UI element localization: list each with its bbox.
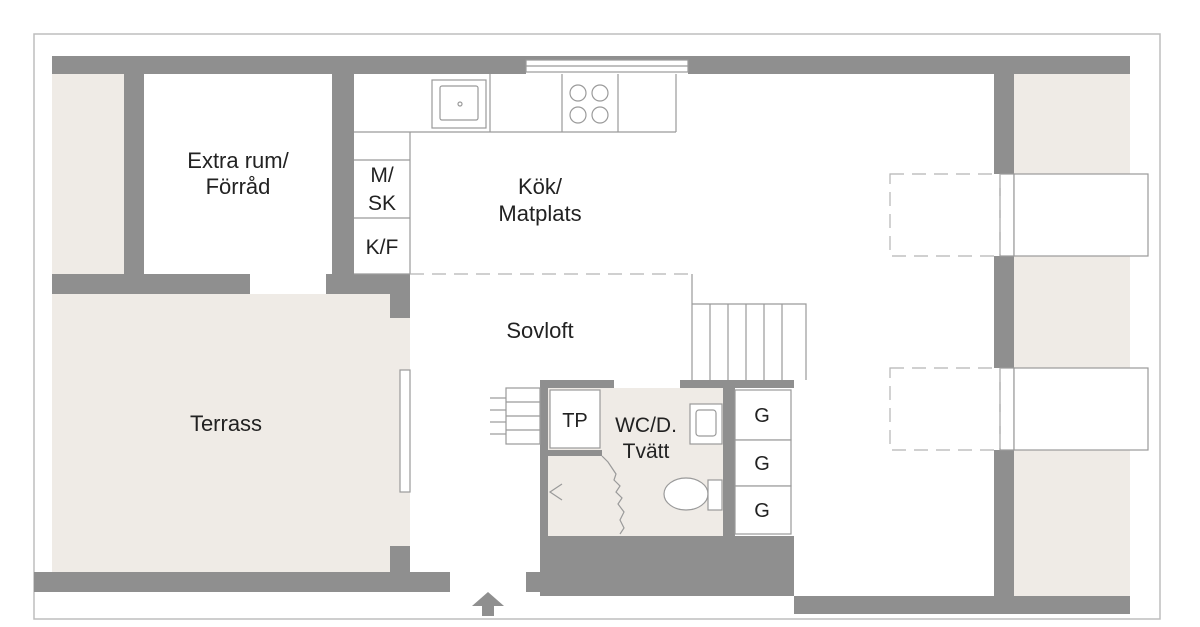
sink-icon — [431, 79, 487, 129]
right-inner-wall-top — [994, 74, 1014, 174]
stove-icon — [569, 84, 609, 124]
kitchen-counter — [354, 74, 677, 275]
terrace-wall-top — [390, 294, 410, 318]
bottom-wall-right — [794, 596, 1130, 614]
wc-left-wall — [540, 380, 548, 536]
label-g2: G — [754, 453, 770, 475]
right-inner-wall-mid — [994, 256, 1014, 368]
dashed-lines — [410, 173, 1001, 451]
left-balcony-floor — [52, 74, 124, 274]
left-divider-wall — [124, 74, 144, 274]
label-extra-room-line1: Extra rum/ — [187, 148, 289, 173]
skylight-1 — [1013, 173, 1149, 257]
beige-floor-areas — [52, 74, 1130, 596]
window-sill-top — [526, 56, 688, 60]
terrace-floor — [52, 294, 392, 572]
right-balcony-floor — [1014, 74, 1130, 596]
label-kf: K/F — [366, 236, 399, 259]
wc-top-wall-right — [680, 380, 794, 388]
bottom-wall-left — [34, 572, 450, 592]
label-m-sk-line1: M/ — [370, 164, 393, 187]
windows — [399, 59, 1015, 493]
skylight-2 — [1013, 367, 1149, 451]
wc-right-wall — [723, 388, 735, 536]
label-tp: TP — [562, 410, 588, 432]
label-wc-line1: WC/D. — [615, 414, 677, 437]
cabinet-g3 — [734, 485, 792, 535]
shower-curtain — [601, 455, 625, 535]
walls — [34, 56, 1130, 614]
wc-fixtures — [549, 389, 792, 535]
skylight-outline-2 — [889, 367, 1001, 451]
wc-top-wall-left — [540, 380, 614, 388]
label-m-sk-line2: SK — [368, 192, 396, 215]
terrace-door — [399, 369, 411, 493]
label-g3: G — [754, 500, 770, 522]
top-wall-right — [688, 56, 1130, 74]
terrace-wall-bottom — [390, 546, 410, 572]
skylight-outline-1 — [889, 173, 1001, 257]
right-inner-wall-bottom — [994, 450, 1014, 596]
cabinet-g2 — [734, 439, 792, 487]
entrance-arrow-icon — [472, 592, 504, 616]
middle-horizontal-wall-a — [52, 274, 250, 294]
label-extra-room-line2: Förråd — [206, 174, 271, 199]
cabinet-g1 — [734, 389, 792, 441]
toilet-tank-icon — [707, 479, 723, 511]
right-window-2 — [999, 367, 1015, 451]
toilet-bowl-icon — [663, 477, 709, 511]
extra-room-right-wall — [332, 74, 354, 294]
door-swing-marker — [548, 483, 563, 501]
label-g1: G — [754, 405, 770, 427]
tp-bottom-wall — [548, 450, 602, 456]
label-wc-line2: Tvätt — [623, 440, 670, 463]
stairs — [691, 274, 807, 380]
site-border — [33, 33, 1161, 620]
label-kitchen-line2: Matplats — [498, 201, 581, 226]
label-terrass: Terrass — [190, 411, 262, 436]
label-sovloft: Sovloft — [506, 318, 573, 343]
skylights — [1013, 173, 1149, 451]
top-wall-left — [52, 56, 526, 74]
tp-box — [549, 389, 601, 449]
entrance-post — [526, 572, 540, 592]
right-window-1 — [999, 173, 1015, 257]
bottom-dark-block — [540, 536, 794, 596]
middle-horizontal-wall-b — [326, 274, 410, 294]
small-stairs — [490, 387, 541, 445]
label-kitchen-line1: Kök/ — [518, 174, 563, 199]
